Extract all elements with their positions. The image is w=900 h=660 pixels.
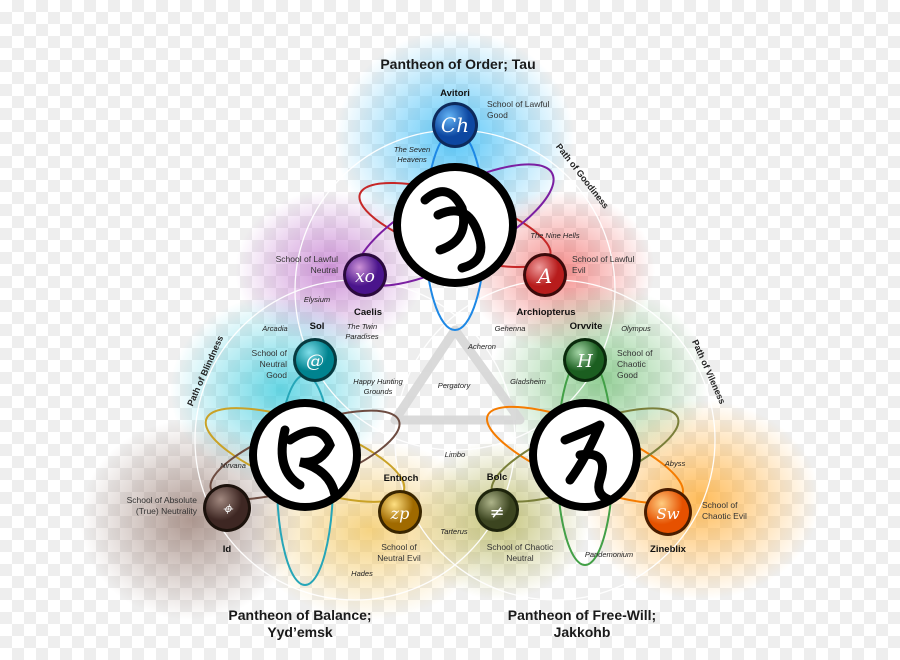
school-lawful-neutral-line1: School of Lawful	[276, 254, 338, 264]
deity-node-avitori: Ch	[432, 102, 478, 148]
deity-name-caelis: Caelis	[354, 307, 382, 318]
plane-hades: Hades	[351, 569, 373, 578]
plane-nirvana: Nirvana	[220, 461, 246, 470]
deity-name-zineblix: Zineblix	[650, 544, 687, 555]
school-chaotic-evil-line2: Chaotic Evil	[702, 511, 747, 521]
school-chaotic-neutral-line2: Neutral	[506, 553, 534, 563]
plane-seven-heavens-line2: Heavens	[397, 155, 427, 164]
plane-gehenna: Gehenna	[495, 324, 526, 333]
svg-text:Ch: Ch	[441, 113, 469, 137]
school-absolute-neutrality-line1: School of Absolute	[127, 495, 198, 505]
deity-name-id: Id	[223, 544, 232, 555]
plane-gladsheim: Gladsheim	[510, 377, 546, 386]
school-neutral-evil-line2: Neutral Evil	[377, 553, 421, 563]
plane-elysium: Elysium	[304, 295, 330, 304]
deity-node-caelis: xo	[343, 253, 387, 297]
deity-node-zineblix: Sw	[644, 488, 692, 536]
glow-brown	[80, 420, 300, 620]
deity-node-bolc: ≠	[475, 488, 519, 532]
school-neutral-evil-line1: School of	[381, 542, 417, 552]
deity-name-entioch: Entioch	[384, 473, 419, 484]
plane-tarterus: Tarterus	[440, 527, 467, 536]
plane-limbo: Limbo	[445, 450, 465, 459]
school-neutral-good-line3: Good	[266, 370, 287, 380]
sigil-glyph-balance	[277, 425, 340, 500]
title-balance-line2: Yyd’emsk	[267, 624, 333, 640]
pantheon-sigil-order	[393, 163, 517, 287]
title-balance-line1: Pantheon of Balance;	[228, 607, 371, 623]
school-chaotic-good-line2: Chaotic	[617, 359, 647, 369]
school-lawful-neutral-line2: Neutral	[311, 265, 339, 275]
school-lawful-good-line2: Good	[487, 110, 508, 120]
title-freewill-line1: Pantheon of Free-Will;	[508, 607, 656, 623]
school-lawful-good-line1: School of Lawful	[487, 99, 549, 109]
plane-pandemonium: Pandemonium	[585, 550, 633, 559]
school-neutral-good-line1: School of	[252, 348, 288, 358]
deity-node-sol: @	[293, 338, 337, 382]
plane-twin-paradises-line1: The Twin	[347, 322, 377, 331]
school-chaotic-evil-line1: School of	[702, 500, 738, 510]
plane-happy-hunting-line1: Happy Hunting	[353, 377, 403, 386]
svg-text:Sw: Sw	[656, 505, 679, 523]
school-chaotic-good-line1: School of	[617, 348, 653, 358]
deity-node-orvvite: H	[563, 338, 607, 382]
school-neutral-good-line2: Neutral	[260, 359, 288, 369]
pantheon-sigil-balance	[249, 399, 361, 511]
plane-seven-heavens-line1: The Seven	[394, 145, 430, 154]
deity-name-sol: Sol	[310, 321, 325, 332]
school-lawful-evil-line1: School of Lawful	[572, 254, 634, 264]
svg-text:H: H	[576, 351, 593, 372]
svg-text:≠: ≠	[489, 502, 504, 523]
svg-text:xo: xo	[355, 267, 375, 287]
deity-name-archiopterus: Archiopterus	[516, 307, 575, 318]
deity-node-entioch: zp	[378, 490, 422, 534]
school-lawful-evil-line2: Evil	[572, 265, 586, 275]
deity-node-id: ⌖	[203, 484, 251, 532]
svg-text:@: @	[306, 351, 324, 372]
svg-text:⌖: ⌖	[222, 499, 234, 520]
plane-happy-hunting-line2: Grounds	[364, 387, 393, 396]
deity-name-avitori: Avitori	[440, 88, 470, 99]
school-absolute-neutrality-line2: (True) Neutrality	[136, 506, 198, 516]
central-triangle	[390, 325, 525, 425]
plane-abyss: Abyss	[664, 459, 686, 468]
sigil-glyph-order	[420, 187, 486, 273]
deity-node-archiopterus: A	[523, 253, 567, 297]
svg-text:A: A	[536, 264, 552, 288]
svg-text:zp: zp	[390, 504, 410, 523]
plane-pergatory: Pergatory	[438, 381, 472, 390]
plane-olympus: Olympus	[621, 324, 651, 333]
school-chaotic-neutral-line1: School of Chaotic	[487, 542, 554, 552]
sigil-glyph-freewill	[560, 420, 615, 505]
deity-name-bolc: Bolc	[487, 472, 508, 483]
pantheon-sigil-freewill	[529, 399, 641, 511]
title-order: Pantheon of Order; Tau	[380, 56, 535, 72]
plane-arcadia: Arcadia	[261, 324, 287, 333]
plane-twin-paradises-line2: Paradises	[345, 332, 379, 341]
deity-name-orvvite: Orvvite	[570, 321, 603, 332]
plane-acheron: Acheron	[467, 342, 496, 351]
plane-nine-hells: The Nine Hells	[530, 231, 579, 240]
school-chaotic-good-line3: Good	[617, 370, 638, 380]
title-freewill-line2: Jakkohb	[554, 624, 611, 640]
